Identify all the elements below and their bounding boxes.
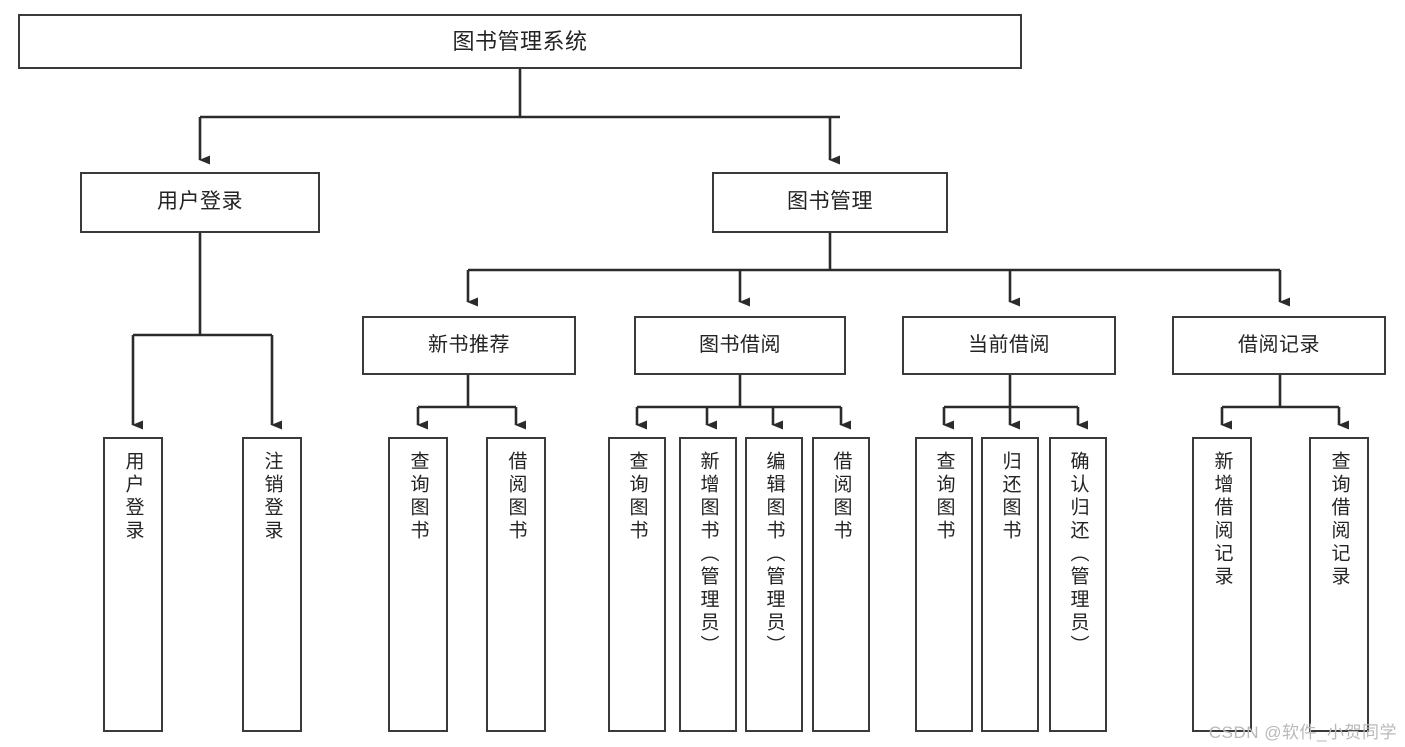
leaf-user-login[interactable]: 用户登录 [103,437,163,732]
node-label: 查询图书 [933,451,955,543]
node-label: 借阅记录 [1238,334,1320,356]
node-label: 用户登录 [122,451,144,543]
node-label: 图书管理 [787,190,873,214]
leaf-query-borrow-record[interactable]: 查询借阅记录 [1309,437,1369,732]
csdn-watermark: CSDN @软件_小贺同学 [1208,723,1397,742]
node-label: 用户登录 [157,190,243,214]
node-label: 新增借阅记录 [1211,451,1233,589]
node-root-book-management-system[interactable]: 图书管理系统 [18,14,1022,69]
leaf-borrow-book[interactable]: 借阅图书 [812,437,870,732]
node-new-book-recommendation[interactable]: 新书推荐 [362,316,576,375]
node-label: 借阅图书 [505,451,527,543]
leaf-query-book-borrow[interactable]: 查询图书 [608,437,666,732]
node-current-borrowing[interactable]: 当前借阅 [902,316,1116,375]
leaf-query-book-current[interactable]: 查询图书 [915,437,973,732]
node-label: 当前借阅 [968,334,1050,356]
leaf-add-book-admin[interactable]: 新增图书（管理员） [679,437,737,732]
leaf-return-book[interactable]: 归还图书 [981,437,1039,732]
leaf-add-borrow-record[interactable]: 新增借阅记录 [1192,437,1252,732]
node-label: 查询借阅记录 [1328,451,1350,589]
node-user-login[interactable]: 用户登录 [80,172,320,233]
node-label: 新书推荐 [428,334,510,356]
node-label: 确认归还（管理员） [1067,451,1089,658]
node-book-management[interactable]: 图书管理 [712,172,948,233]
node-label: 查询图书 [407,451,429,543]
leaf-borrow-book-recommend[interactable]: 借阅图书 [486,437,546,732]
node-label: 注销登录 [261,451,283,543]
leaf-logout-login[interactable]: 注销登录 [242,437,302,732]
node-label: 查询图书 [626,451,648,543]
leaf-query-book-recommend[interactable]: 查询图书 [388,437,448,732]
node-label: 图书管理系统 [452,28,588,54]
leaf-confirm-return-admin[interactable]: 确认归还（管理员） [1049,437,1107,732]
node-label: 图书借阅 [699,334,781,356]
node-borrowing-record[interactable]: 借阅记录 [1172,316,1386,375]
leaf-edit-book-admin[interactable]: 编辑图书（管理员） [745,437,803,732]
node-label: 归还图书 [999,451,1021,543]
node-label: 新增图书（管理员） [697,451,719,658]
node-label: 借阅图书 [830,451,852,543]
node-book-borrowing[interactable]: 图书借阅 [634,316,846,375]
node-label: 编辑图书（管理员） [763,451,785,658]
